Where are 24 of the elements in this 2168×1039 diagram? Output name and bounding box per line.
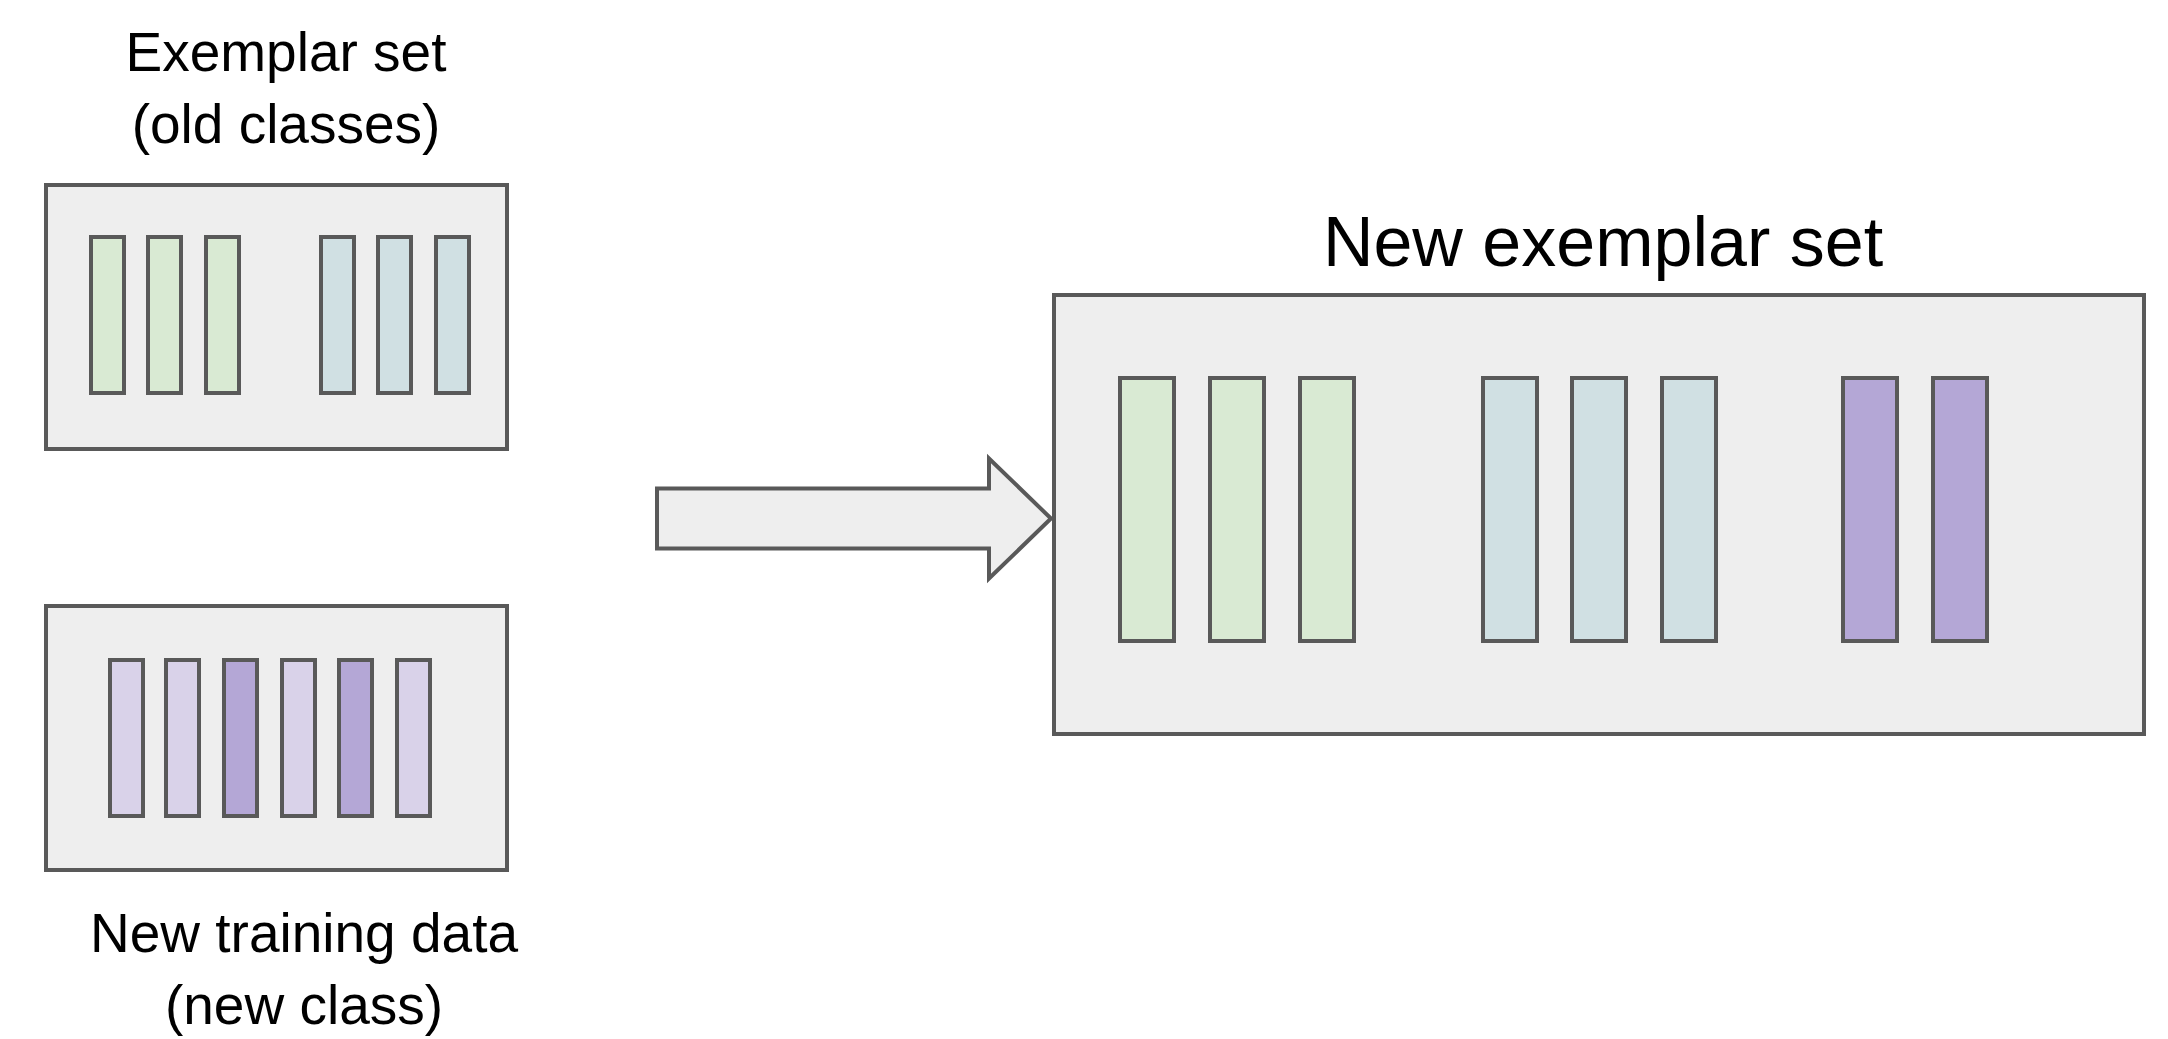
sample-bar	[395, 658, 432, 818]
sample-bar	[434, 235, 471, 395]
sample-bar	[146, 235, 183, 395]
sample-bar	[337, 658, 374, 818]
sample-bar	[280, 658, 317, 818]
sample-bar	[1298, 376, 1356, 643]
sample-bar	[222, 658, 259, 818]
sample-bar	[204, 235, 241, 395]
block-arrow	[655, 453, 1054, 584]
set-heading: New exemplar set	[1321, 202, 1885, 283]
sample-bar	[319, 235, 356, 395]
sample-bar	[164, 658, 201, 818]
sample-bar	[376, 235, 413, 395]
sample-bar	[1208, 376, 1266, 643]
sample-bar	[1931, 376, 1989, 643]
sample-bar	[1660, 376, 1718, 643]
set-heading: Exemplar set (old classes)	[124, 20, 448, 157]
set-heading: New training data (new class)	[89, 901, 519, 1038]
sample-bar	[1841, 376, 1899, 643]
sample-bar	[1481, 376, 1539, 643]
sample-bar	[1118, 376, 1176, 643]
sample-bar	[108, 658, 145, 818]
sample-bar	[1570, 376, 1628, 643]
sample-bar	[89, 235, 126, 395]
